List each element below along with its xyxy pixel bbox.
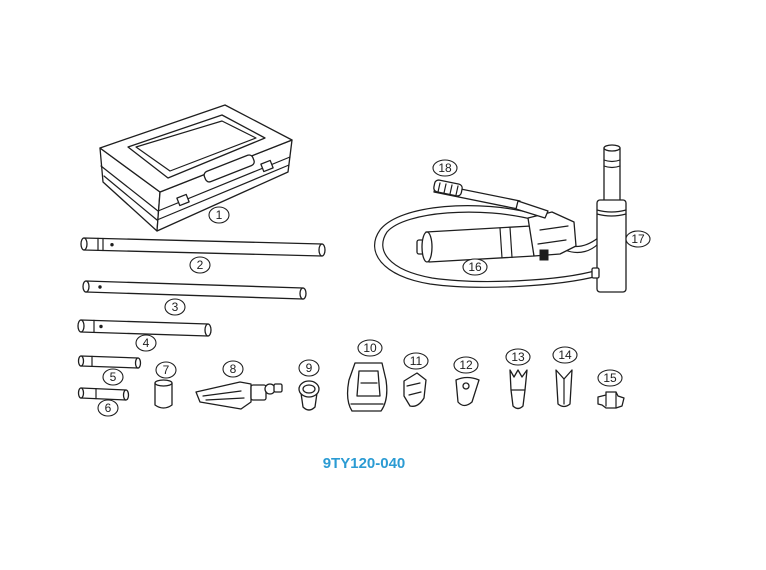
hydraulic-ram	[591, 144, 627, 293]
v-base-attachment	[403, 372, 427, 407]
callout-label: 4	[143, 336, 150, 350]
callout-15: 15	[597, 369, 623, 387]
hydraulic-pump	[416, 211, 577, 263]
callout-label: 8	[230, 362, 237, 376]
callout-13: 13	[505, 348, 531, 366]
serrated-saddle	[455, 376, 480, 407]
extension-tube-small	[77, 355, 142, 369]
callout-label: 5	[110, 370, 117, 384]
handle-grip	[433, 179, 463, 197]
callout-5: 5	[102, 368, 124, 386]
callout-label: 15	[603, 371, 617, 385]
callout-1: 1	[208, 206, 230, 224]
callout-label: 17	[631, 232, 645, 246]
callout-label: 6	[105, 401, 112, 415]
ram-body	[596, 199, 627, 293]
pump-head	[527, 211, 577, 257]
connector-tube	[77, 387, 130, 401]
extension-tube-medium	[82, 280, 307, 300]
callout-label: 11	[410, 354, 423, 368]
callout-label: 3	[172, 300, 179, 314]
callout-label: 1	[216, 208, 223, 222]
callout-16: 16	[462, 258, 488, 276]
ram-plunger	[603, 147, 621, 203]
callout-label: 2	[197, 258, 204, 272]
callout-label: 13	[511, 350, 525, 364]
part-number-caption: 9TY120-040	[323, 455, 406, 472]
case-latch-left	[176, 193, 190, 207]
pump-reservoir	[425, 225, 535, 263]
callout-label: 9	[306, 361, 313, 375]
callout-label: 16	[468, 260, 482, 274]
case-lid-recess	[127, 114, 266, 179]
extension-tube-short	[77, 319, 212, 337]
callout-label: 7	[163, 363, 170, 377]
case-seam	[100, 156, 291, 212]
pump-release-valve	[539, 249, 549, 261]
callout-11: 11	[403, 352, 429, 370]
callout-label: 18	[438, 161, 452, 175]
callout-4: 4	[135, 334, 157, 352]
ram-coupler	[591, 267, 600, 279]
wedge-spreader	[195, 381, 283, 410]
callout-label: 10	[363, 341, 377, 355]
rubber-flex-head	[346, 362, 388, 412]
callout-3: 3	[164, 298, 186, 316]
callout-8: 8	[222, 360, 244, 378]
plunger-cylinder	[154, 379, 173, 409]
case-latch-right	[260, 159, 274, 173]
callout-9: 9	[298, 359, 320, 377]
callout-14: 14	[552, 346, 578, 364]
callout-10: 10	[357, 339, 383, 357]
case-handle	[203, 154, 255, 183]
callout-18: 18	[432, 159, 458, 177]
hydraulic-hose	[374, 205, 599, 288]
mushroom-head	[298, 380, 320, 411]
case-recess-inner	[135, 120, 257, 172]
callout-label: 12	[459, 358, 473, 372]
male-connector	[597, 391, 625, 409]
callout-label: 14	[558, 348, 572, 362]
case-base-line	[103, 164, 290, 221]
callout-17: 17	[625, 230, 651, 248]
pump-handle	[433, 179, 549, 219]
callout-2: 2	[189, 256, 211, 274]
callout-6: 6	[97, 399, 119, 417]
carry-case	[99, 104, 293, 232]
callout-12: 12	[453, 356, 479, 374]
toothed-head	[509, 369, 528, 410]
v-wedge-head	[555, 369, 573, 408]
extension-tube-long	[80, 237, 326, 257]
callout-7: 7	[155, 361, 177, 379]
